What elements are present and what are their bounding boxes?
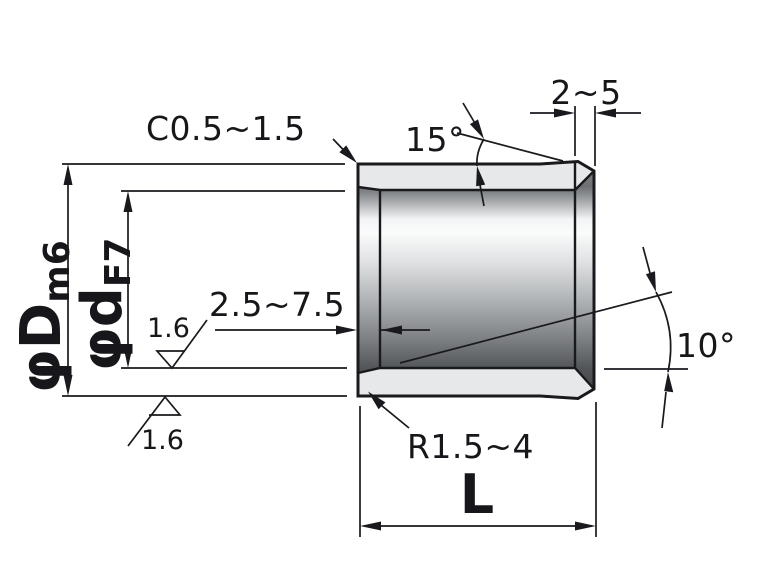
dim-entry-angle: 10° xyxy=(399,246,736,429)
leader-arrowhead xyxy=(339,145,357,163)
surface-roughness-inner: 1.6 xyxy=(147,313,208,370)
dim-inner-diameter: φdF7 xyxy=(70,190,347,371)
chamfer-top-face xyxy=(358,161,594,190)
roughness-symbol xyxy=(155,319,208,370)
cylindrical-surface xyxy=(358,161,594,399)
surface-roughness-outer: 1.6 xyxy=(127,395,184,456)
leader-line xyxy=(380,404,410,429)
corner-radius-label: R1.5~4 xyxy=(407,427,534,466)
arc-tail-bottom xyxy=(479,184,485,207)
angle-reference-line xyxy=(456,132,564,162)
arrowhead-right xyxy=(336,325,357,335)
chamfer-bottom-face xyxy=(358,368,594,399)
arrowhead-bottom xyxy=(664,372,674,393)
roughness-symbol xyxy=(127,395,182,447)
dim-bore-depth: 2.5~7.5 xyxy=(209,285,430,335)
arrowhead-down xyxy=(123,347,133,368)
entry-angle-label: 10° xyxy=(676,326,736,365)
arrowhead-left xyxy=(360,521,381,531)
arrowhead-right xyxy=(554,108,575,118)
chamfer-top-edge xyxy=(357,170,595,192)
arrowhead-right xyxy=(575,521,596,531)
bushing-body xyxy=(356,159,596,401)
chamfer-bottom-edge xyxy=(357,366,595,390)
dim-length: L xyxy=(359,402,597,537)
angle-arc xyxy=(476,138,485,167)
callout-corner-radius: R1.5~4 xyxy=(368,391,534,466)
leader-arrowhead xyxy=(368,391,386,410)
arrowhead-top xyxy=(469,119,484,139)
arrowhead-bottom xyxy=(476,166,486,187)
angle-reference-diagonal xyxy=(399,291,673,364)
roughness-outer-value: 1.6 xyxy=(141,425,184,456)
label-inner-diameter: φdF7 xyxy=(70,237,139,371)
dim-outer-diameter: φDm6 xyxy=(9,163,347,397)
dim-land-width: 2~5 xyxy=(530,73,641,166)
bore-depth-label: 2.5~7.5 xyxy=(209,285,345,324)
label-outer-diameter: φDm6 xyxy=(9,240,78,393)
land-width-label: 2~5 xyxy=(550,73,621,112)
arc-tail-top xyxy=(642,246,651,274)
arrowhead-top xyxy=(645,271,656,292)
bushing-outline xyxy=(356,159,596,401)
dim-taper-angle: 15° xyxy=(405,102,564,207)
chamfer-label: C0.5~1.5 xyxy=(146,109,306,148)
arrowhead-down xyxy=(63,375,73,396)
arc-tail-bottom xyxy=(661,391,667,429)
roughness-inner-value: 1.6 xyxy=(147,313,190,344)
taper-angle-label: 15° xyxy=(405,120,465,159)
length-label: L xyxy=(460,463,494,526)
angle-arc xyxy=(655,291,672,373)
arrowhead-up xyxy=(123,191,133,212)
arc-tail-top xyxy=(462,102,477,126)
arrowhead-left xyxy=(381,325,402,335)
callout-chamfer: C0.5~1.5 xyxy=(146,109,357,163)
arrowhead-up xyxy=(63,164,73,185)
arrowhead-left xyxy=(595,108,616,118)
